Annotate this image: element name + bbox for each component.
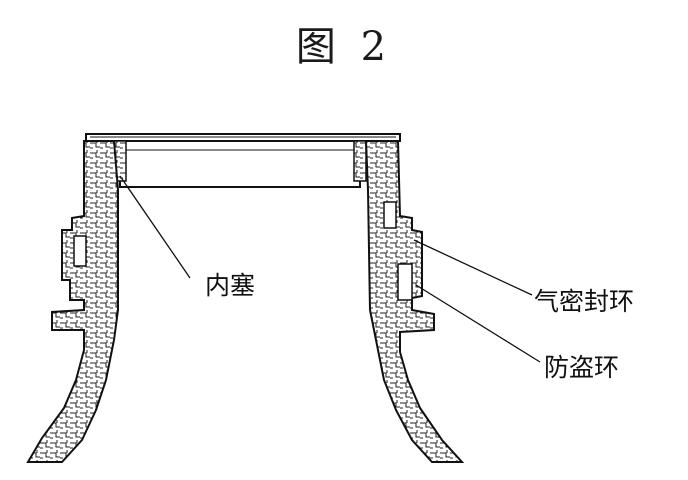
left-thread-notch bbox=[73, 235, 87, 267]
left-bottle-wall bbox=[26, 140, 119, 463]
label-airtight-seal-ring: 气密封环 bbox=[534, 287, 635, 316]
label-inner-plug: 内塞 bbox=[205, 271, 256, 300]
right-thread-notch-bottom bbox=[397, 263, 413, 301]
figure-title: 图 2 bbox=[295, 24, 393, 70]
lid-plate bbox=[85, 133, 401, 142]
leader-line-inner-plug bbox=[119, 175, 191, 279]
leader-line-airtight-seal bbox=[413, 239, 533, 296]
right-bottle-wall bbox=[364, 140, 465, 463]
leader-line-tamper-ring bbox=[415, 284, 541, 363]
label-tamper-evident-ring: 防盗环 bbox=[544, 353, 620, 382]
inner-plug bbox=[113, 140, 367, 188]
right-thread-notch-top bbox=[383, 201, 397, 229]
